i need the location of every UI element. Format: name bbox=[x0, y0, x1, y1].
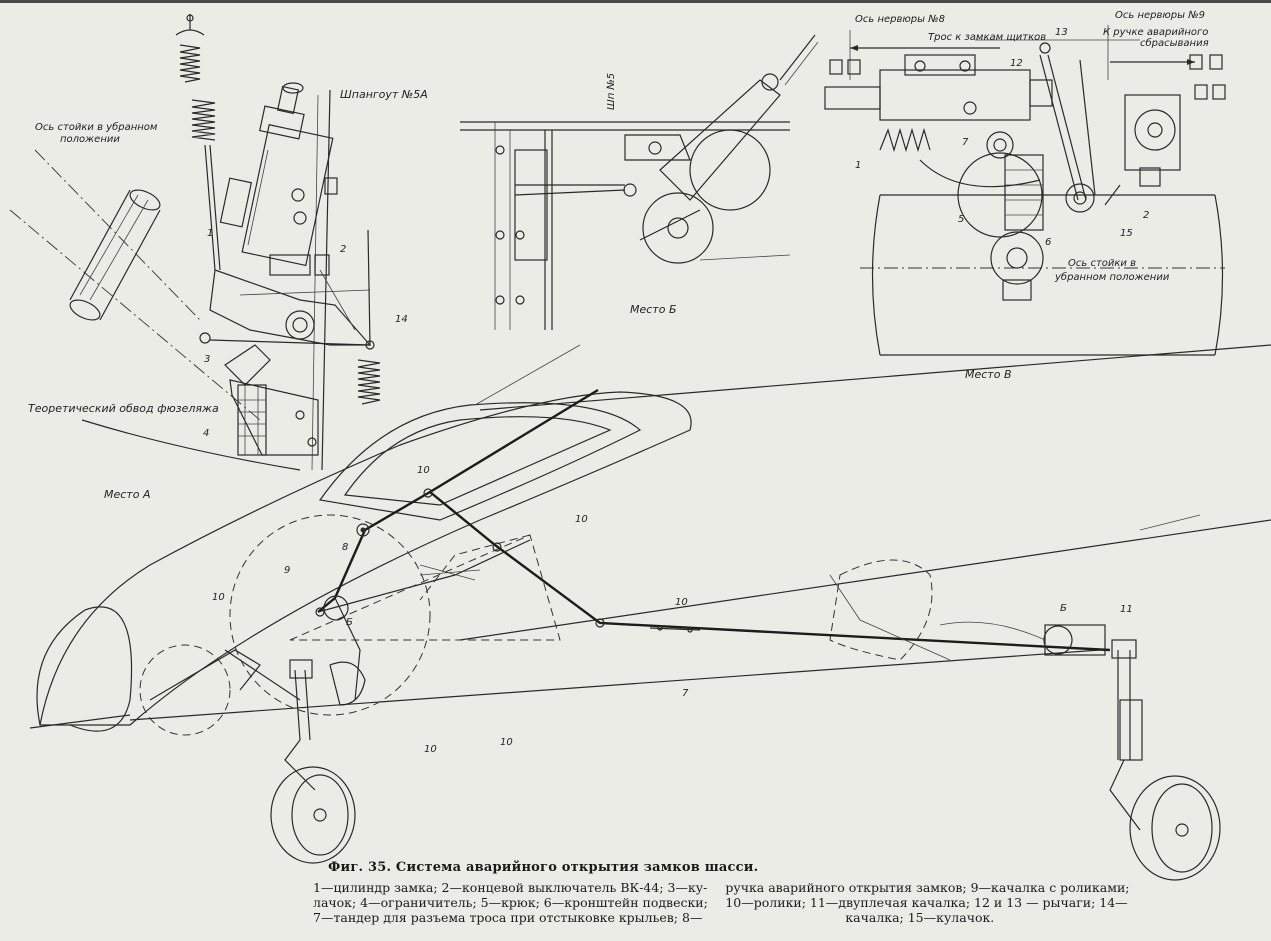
label-place-a: Место А bbox=[104, 488, 150, 501]
main-gear-well bbox=[829, 559, 933, 661]
cable-route-main bbox=[429, 491, 1111, 652]
num-7: 7 bbox=[682, 688, 689, 699]
fuselage-outline bbox=[39, 391, 692, 726]
main-aircraft-view: 10 10 10 10 10 10 8 9 7 11 Б Б 4 bbox=[29, 344, 1271, 881]
label-cable-to-flaps: Трос к замкам щитков bbox=[928, 32, 1046, 43]
figure-title: Фиг. 35. Система аварийного открытия зам… bbox=[328, 860, 759, 875]
strut-axis-line-a2 bbox=[9, 209, 261, 421]
cam-and-hook-a bbox=[199, 269, 372, 456]
num-5-v: 5 bbox=[958, 214, 964, 225]
rocker-9 bbox=[315, 607, 325, 617]
legend-right-3: качалка; 15—кулачок. bbox=[845, 910, 995, 925]
air-intake bbox=[36, 606, 133, 732]
cam-15 bbox=[1065, 183, 1095, 213]
num-2-v: 2 bbox=[1143, 210, 1149, 221]
label-rib9: Ось нервюры №9 bbox=[1115, 10, 1205, 21]
num-10-wing: 10 bbox=[675, 597, 688, 608]
strut-tube-a bbox=[69, 189, 161, 321]
label-fuselage-contour: Теоретический обвод фюзеляжа bbox=[28, 402, 219, 415]
wing-line-top bbox=[479, 344, 1271, 411]
label-b-wing: Б bbox=[1060, 603, 1067, 614]
detail-a: Шпангоут №5А Ось стойки в убранном полож… bbox=[9, 14, 428, 501]
limiter-4 bbox=[237, 384, 267, 456]
lock-cylinder-1 bbox=[219, 82, 338, 276]
num-1-a: 1 bbox=[207, 228, 213, 239]
num-12-v: 12 bbox=[1010, 58, 1023, 69]
num-1-v: 1 bbox=[855, 160, 861, 171]
label-b-fuselage: Б bbox=[346, 617, 353, 628]
strut-axis-line-a bbox=[34, 149, 201, 321]
num-4-a: 4 bbox=[203, 428, 209, 439]
num-10-bottom2: 10 bbox=[500, 737, 513, 748]
label-strut-axis-a-1: Ось стойки в убранном bbox=[35, 121, 158, 133]
num-7-v: 7 bbox=[962, 137, 969, 148]
label-frame-5a: Шпангоут №5А bbox=[340, 88, 428, 101]
spring-1-v bbox=[879, 127, 931, 153]
hook-5 bbox=[957, 152, 1043, 238]
num-8: 8 bbox=[342, 542, 348, 553]
detail-b: Шп №5 Место Б bbox=[460, 34, 819, 330]
num-10-top: 10 bbox=[417, 465, 430, 476]
legend-left-2: лачок; 4—ограничитель; 5—крюк; 6—кронште… bbox=[313, 895, 708, 910]
legend-right-1: ручка аварийного открытия замков; 9—кача… bbox=[725, 880, 1130, 895]
legend-left-1: 1—цилиндр замка; 2—концевой выключатель … bbox=[313, 880, 708, 895]
num-13-v: 13 bbox=[1055, 27, 1068, 38]
main-landing-gear bbox=[829, 574, 1221, 881]
roller-10-c bbox=[595, 618, 605, 628]
label-to-handle-1: К ручке аварийного bbox=[1103, 27, 1208, 38]
num-3-a: 3 bbox=[204, 354, 210, 365]
label-rib8: Ось нервюры №8 bbox=[855, 14, 945, 25]
num-6-v: 6 bbox=[1045, 237, 1051, 248]
window-top-border bbox=[0, 0, 1271, 3]
num-2-a: 2 bbox=[340, 244, 346, 255]
num-14-a: 14 bbox=[395, 314, 408, 325]
roller-10-b bbox=[492, 542, 502, 552]
num-15-v: 15 bbox=[1120, 228, 1133, 239]
bracket-6 bbox=[1004, 154, 1044, 231]
fuselage-contour-line bbox=[81, 419, 301, 471]
cable-route-branch bbox=[317, 539, 531, 613]
legend-left-3: 7—тандер для разъема троса при отстыковк… bbox=[313, 910, 703, 925]
lock-cylinder-v bbox=[824, 54, 1226, 121]
num-9: 9 bbox=[284, 565, 290, 576]
cable-route-upper bbox=[317, 388, 599, 613]
label-strut-axis-v-1: Ось стойки в bbox=[1068, 258, 1136, 269]
strut-tube-v bbox=[860, 194, 1225, 356]
rocker-14 bbox=[357, 229, 381, 405]
label-place-v: Место В bbox=[965, 368, 1012, 381]
num-11: 11 bbox=[1120, 604, 1133, 615]
label-strut-axis-a-2: положении bbox=[60, 134, 120, 145]
label-to-handle-2: сбрасывания bbox=[1140, 37, 1209, 49]
num-10-right: 10 bbox=[575, 514, 588, 525]
roller-10-a bbox=[423, 488, 433, 498]
canopy bbox=[318, 402, 642, 521]
wing-leading-edge bbox=[459, 519, 1271, 641]
label-frame-b: Шп №5 bbox=[606, 73, 617, 110]
detail-v: Ось нервюры №8 Ось нервюры №9 Трос к зам… bbox=[824, 10, 1226, 381]
wing-trailing-edge bbox=[129, 649, 1101, 721]
num-10-left: 10 bbox=[212, 592, 225, 603]
wheel-well-circle bbox=[229, 514, 431, 716]
legend-right-2: 10—ролики; 11—двуплечая качалка; 12 и 13… bbox=[725, 895, 1128, 910]
emergency-handle-8 bbox=[356, 523, 370, 537]
label-strut-axis-v-2: убранном положении bbox=[1054, 271, 1170, 283]
limit-switch-2-v bbox=[1104, 94, 1181, 206]
num-10-bottom1: 10 bbox=[424, 744, 437, 755]
nose-landing-gear bbox=[149, 649, 366, 864]
nose-wheel-outline bbox=[139, 644, 231, 736]
spring-top-a bbox=[175, 14, 221, 271]
label-place-b: Место Б bbox=[630, 303, 677, 316]
